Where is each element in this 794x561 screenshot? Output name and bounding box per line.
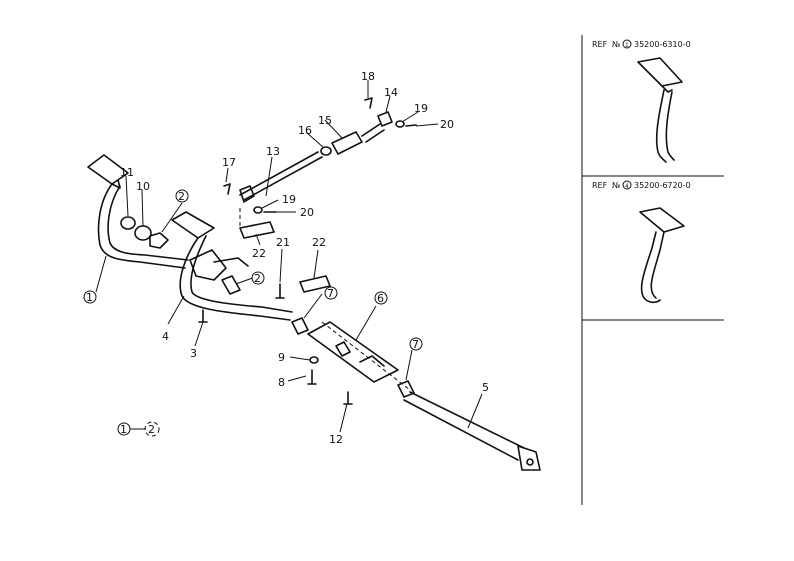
callout-19b: 19 bbox=[282, 193, 296, 206]
callout-2b-circle bbox=[251, 271, 265, 285]
part-14-clevis bbox=[377, 111, 393, 127]
ref-2-part-number: 35200-6720-0 bbox=[634, 181, 691, 190]
callout-17: 17 bbox=[222, 156, 236, 169]
part-21-bolt bbox=[275, 283, 285, 299]
part-6-bracket bbox=[307, 321, 411, 391]
callout-13: 13 bbox=[266, 145, 280, 158]
callout-1: 1 bbox=[86, 291, 93, 304]
part-8-bolt bbox=[307, 369, 317, 385]
part-2a-bushing bbox=[149, 232, 169, 249]
callout-8: 8 bbox=[278, 376, 285, 389]
ref-2-circled-number: 4 bbox=[625, 183, 629, 190]
ref-2-prefix: REF bbox=[592, 181, 608, 190]
callout-5: 5 bbox=[482, 381, 489, 394]
part-16-ring bbox=[320, 146, 332, 156]
callout-6: 6 bbox=[377, 292, 384, 305]
legend-circle-right bbox=[144, 421, 160, 437]
callout-10: 10 bbox=[136, 180, 150, 193]
ref-panel-1: REF № 1 35200-6310-0 bbox=[592, 39, 691, 163]
callout-6-circle bbox=[374, 291, 388, 305]
part-19a-washer bbox=[395, 120, 405, 128]
callout-16: 16 bbox=[298, 124, 312, 137]
callout-22b: 22 bbox=[312, 236, 326, 249]
part-20a-pin bbox=[405, 124, 417, 127]
interchange-legend: 1 2 bbox=[117, 421, 160, 437]
callout-3: 3 bbox=[190, 347, 197, 360]
legend-left: 1 bbox=[120, 423, 127, 436]
part-5-shaft bbox=[403, 391, 541, 471]
ref-1-circle bbox=[622, 39, 632, 49]
part-19b-washer bbox=[253, 206, 263, 214]
callout-18: 18 bbox=[361, 70, 375, 83]
part-3-bolt bbox=[198, 309, 208, 323]
part-7a-collar bbox=[291, 317, 309, 335]
ref-panel-2: REF № 4 35200-6720-0 bbox=[592, 180, 691, 304]
callout-21: 21 bbox=[276, 236, 290, 249]
part-18-pin bbox=[364, 97, 373, 109]
part-12-bolt bbox=[343, 391, 353, 405]
part-10-washer bbox=[134, 225, 152, 241]
callout-7b-circle bbox=[409, 337, 423, 351]
bracket-plate bbox=[189, 249, 227, 281]
part-2b-bushing bbox=[221, 275, 241, 295]
callout-15: 15 bbox=[318, 114, 332, 127]
ref-1-pedal-drawing bbox=[637, 57, 683, 163]
ref-1-no-label: № bbox=[612, 40, 621, 49]
part-9-washer bbox=[309, 356, 319, 364]
ref-2-no-label: № bbox=[612, 181, 621, 190]
part-15-sleeve bbox=[331, 131, 363, 155]
callout-7a: 7 bbox=[327, 287, 334, 300]
link-dashed-2 bbox=[321, 321, 411, 391]
ref-1-part-number: 35200-6310-0 bbox=[634, 40, 691, 49]
callout-1-circle bbox=[83, 290, 97, 304]
legend-right: 2 bbox=[148, 423, 155, 436]
callout-20a: 20 bbox=[440, 118, 454, 131]
ref-1-prefix: REF bbox=[592, 40, 608, 49]
callout-2a-circle bbox=[175, 189, 189, 203]
pedal-arm-4 bbox=[171, 211, 293, 321]
part-13-rod bbox=[239, 151, 319, 196]
callout-9: 9 bbox=[278, 351, 285, 364]
callout-7b: 7 bbox=[412, 338, 419, 351]
callout-19a: 19 bbox=[414, 102, 428, 115]
bracket-link bbox=[213, 257, 249, 267]
part-22b-turnbuckle bbox=[299, 275, 331, 293]
exploded-assembly bbox=[87, 97, 541, 471]
rod-assembly-13-15 bbox=[239, 123, 385, 203]
part-7b-collar bbox=[397, 380, 415, 398]
callout-11: 11 bbox=[120, 166, 134, 179]
ref-2-circle bbox=[622, 180, 632, 190]
callout-7a-circle bbox=[324, 286, 338, 300]
callout-labels: 1 11 10 2 4 3 17 13 19 20 22 21 22 2 7 1… bbox=[83, 70, 489, 446]
callout-20b: 20 bbox=[300, 206, 314, 219]
callout-22a: 22 bbox=[252, 247, 266, 260]
part-17-pin bbox=[223, 183, 231, 195]
part-11-ring bbox=[120, 216, 136, 230]
callout-2a: 2 bbox=[178, 190, 185, 203]
callout-14: 14 bbox=[384, 86, 398, 99]
part-22a-turnbuckle bbox=[239, 221, 275, 239]
callout-12: 12 bbox=[329, 433, 343, 446]
callout-2b: 2 bbox=[254, 272, 261, 285]
pedal-arm-1 bbox=[87, 154, 189, 269]
ref-1-circled-number: 1 bbox=[625, 42, 629, 49]
reference-panels: REF № 1 35200-6310-0 REF № 4 35200-6720-… bbox=[581, 35, 724, 505]
callout-4: 4 bbox=[162, 330, 169, 343]
ref-2-pedal-drawing bbox=[639, 207, 685, 304]
